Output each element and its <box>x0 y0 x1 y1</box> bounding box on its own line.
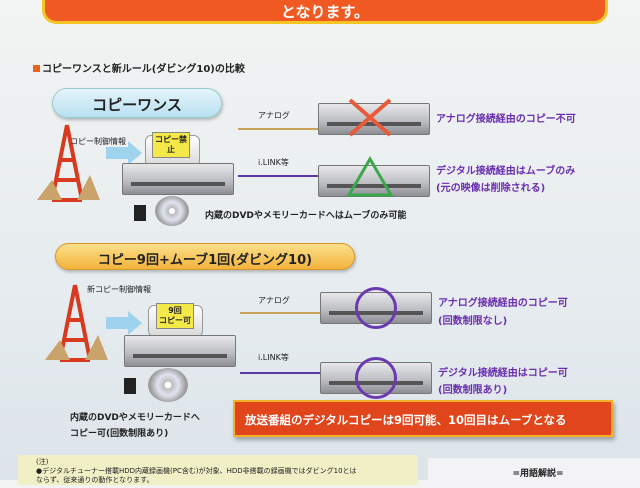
dubbing10-analog-note: (回数制限なし) <box>438 316 508 327</box>
arrow-right-icon <box>128 311 142 335</box>
arrow-body <box>106 317 128 329</box>
dubbing10-digital-note: (回数制限あり) <box>438 385 508 396</box>
disc-icon <box>148 368 188 402</box>
glossary-box: =用語解説= <box>428 458 640 488</box>
dubbing10-internal-note-2: コピー可(回数制限あり) <box>70 429 169 439</box>
copy-once-internal-note: 内蔵のDVDやメモリーカードへはムーブのみ可能 <box>205 211 407 221</box>
memory-card-icon <box>124 378 136 394</box>
source-recorder <box>122 163 234 195</box>
broadcast-tower-icon <box>37 124 100 202</box>
dubbing10-digital-result: デジタル接続経由はコピー可 <box>438 368 568 379</box>
ilink-label: i.LINK等 <box>258 158 289 167</box>
new-copy-control-label: 新コピー制御情報 <box>87 285 151 294</box>
ilink-label: i.LINK等 <box>258 353 289 362</box>
copy-once-digital-result: デジタル接続経由はムーブのみ <box>436 166 576 177</box>
notes-box: (注) ●デジタルチューナー搭載HDD内蔵録画機(PC含む)が対象、HDD非搭載… <box>18 455 418 485</box>
source-recorder <box>124 335 236 367</box>
circle-mark-icon <box>355 287 397 329</box>
dubbing10-analog-result: アナログ接続経由のコピー可 <box>438 298 568 309</box>
analog-cable <box>238 128 318 130</box>
tag-line-2: コピー可 <box>159 316 191 325</box>
analog-label: アナログ <box>258 296 290 305</box>
arrow-right-icon <box>128 141 142 165</box>
tag-line-1: 9回 <box>168 306 182 315</box>
broadcast-tower-icon <box>45 284 108 362</box>
copy-prohibited-tag: コピー禁止 <box>152 132 190 158</box>
analog-cable <box>240 312 320 314</box>
circle-mark-icon <box>355 357 397 399</box>
digital-cable <box>240 372 320 374</box>
dubbing10-internal-note-1: 内蔵のDVDやメモリーカードへ <box>70 413 200 423</box>
triangle-mark-icon <box>346 156 394 197</box>
notes-line-1: ●デジタルチューナー搭載HDD内蔵録画機(PC含む)が対象、HDD非搭載の録画機… <box>36 467 357 475</box>
glossary-title: =用語解説= <box>512 469 564 479</box>
cross-mark-icon <box>348 98 392 137</box>
memory-card-icon <box>134 205 146 221</box>
copy-control-label: コピー制御情報 <box>70 137 126 146</box>
summary-box: 放送番組のデジタルコピーは9回可能、10回目はムーブとなる <box>233 400 613 437</box>
analog-label: アナログ <box>258 111 290 120</box>
section-heading: コピーワンスと新ルール(ダビング10)の比較 <box>33 60 245 75</box>
digital-cable <box>238 175 318 177</box>
nine-copies-tag: 9回コピー可 <box>156 303 194 329</box>
disc-icon <box>155 196 189 226</box>
dubbing10-title: コピー9回+ムーブ1回(ダビング10) <box>55 243 355 270</box>
header-banner: となります。 <box>42 0 608 24</box>
copy-once-title: コピーワンス <box>52 88 222 118</box>
banner-text: となります。 <box>280 3 370 21</box>
copy-once-analog-result: アナログ接続経由のコピー不可 <box>436 114 576 125</box>
notes-label: (注) <box>36 458 49 466</box>
arrow-body <box>106 147 128 159</box>
copy-once-digital-note: (元の映像は削除される) <box>436 183 546 194</box>
notes-line-2: ならず、従来通りの動作となります。 <box>36 476 154 484</box>
